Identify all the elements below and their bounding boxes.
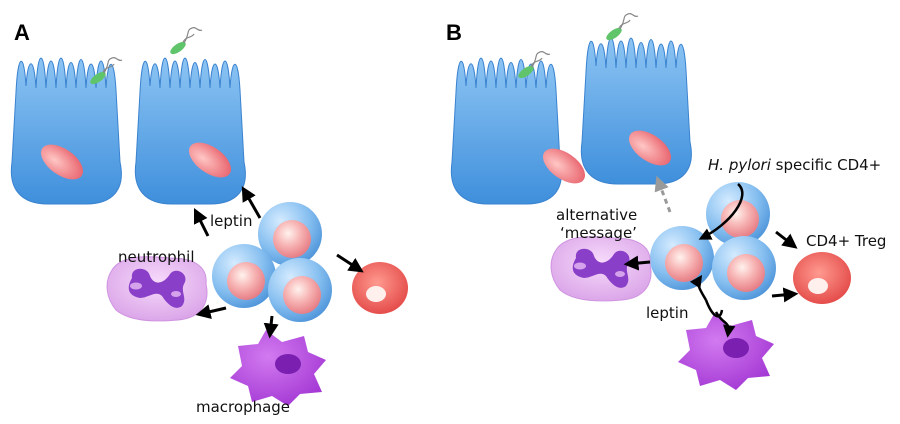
arrow bbox=[689, 274, 708, 301]
macrophage-cell bbox=[678, 314, 774, 390]
bacterium-icon bbox=[167, 26, 203, 58]
lymphocyte bbox=[212, 244, 276, 308]
arrow bbox=[195, 304, 227, 319]
message-label: ‘message’ bbox=[560, 224, 637, 242]
leptin-label: leptin bbox=[646, 304, 688, 322]
arrow bbox=[623, 255, 651, 271]
arrow bbox=[775, 230, 798, 249]
arrow bbox=[336, 253, 364, 273]
lymphocyte bbox=[706, 182, 770, 246]
alternative-label: alternative bbox=[556, 206, 637, 224]
dashed-arrow bbox=[654, 175, 672, 213]
panel-b-letter: B bbox=[446, 20, 462, 45]
hpylori-cd4-label: H. pylori specific CD4+ bbox=[708, 156, 881, 174]
arrow bbox=[263, 315, 279, 339]
treg-nucleus bbox=[366, 286, 386, 302]
macrophage-cell bbox=[230, 330, 326, 406]
treg-cell bbox=[793, 252, 851, 304]
arrow bbox=[698, 183, 744, 240]
cd4-treg-label: CD4+ Treg bbox=[806, 232, 886, 250]
panel-a: A leptin neutrophil macrophage bbox=[10, 20, 408, 416]
neutrophil-cell bbox=[106, 256, 208, 322]
panel-b: B H. pylori specific CD4+ alternative ‘m… bbox=[446, 12, 886, 390]
epithelial-nucleus bbox=[628, 130, 672, 166]
epithelial-cell bbox=[580, 37, 692, 185]
lymphocyte bbox=[268, 258, 332, 322]
hpylori-suffix: specific CD4+ bbox=[771, 156, 881, 174]
arrow bbox=[241, 186, 262, 219]
bacterium-icon bbox=[603, 12, 639, 44]
arrow bbox=[714, 311, 736, 338]
epithelial-cell bbox=[134, 57, 246, 205]
arrow bbox=[193, 207, 210, 237]
panel-a-letter: A bbox=[14, 20, 30, 45]
macrophage-label: macrophage bbox=[196, 398, 290, 416]
hpylori-name: H. pylori bbox=[708, 156, 772, 174]
neutrophil-label: neutrophil bbox=[118, 248, 195, 266]
treg-nucleus bbox=[808, 278, 828, 294]
epithelial-nucleus bbox=[40, 144, 84, 180]
arrow bbox=[704, 299, 724, 318]
arrow bbox=[771, 287, 799, 303]
neutrophil-cell bbox=[550, 236, 652, 302]
leptin-label: leptin bbox=[210, 212, 252, 230]
lymphocyte bbox=[712, 236, 776, 300]
epithelial-nucleus bbox=[188, 142, 232, 178]
epithelial-cell bbox=[10, 57, 122, 205]
epithelial-cell bbox=[450, 57, 562, 205]
epithelial-nucleus bbox=[542, 148, 586, 184]
